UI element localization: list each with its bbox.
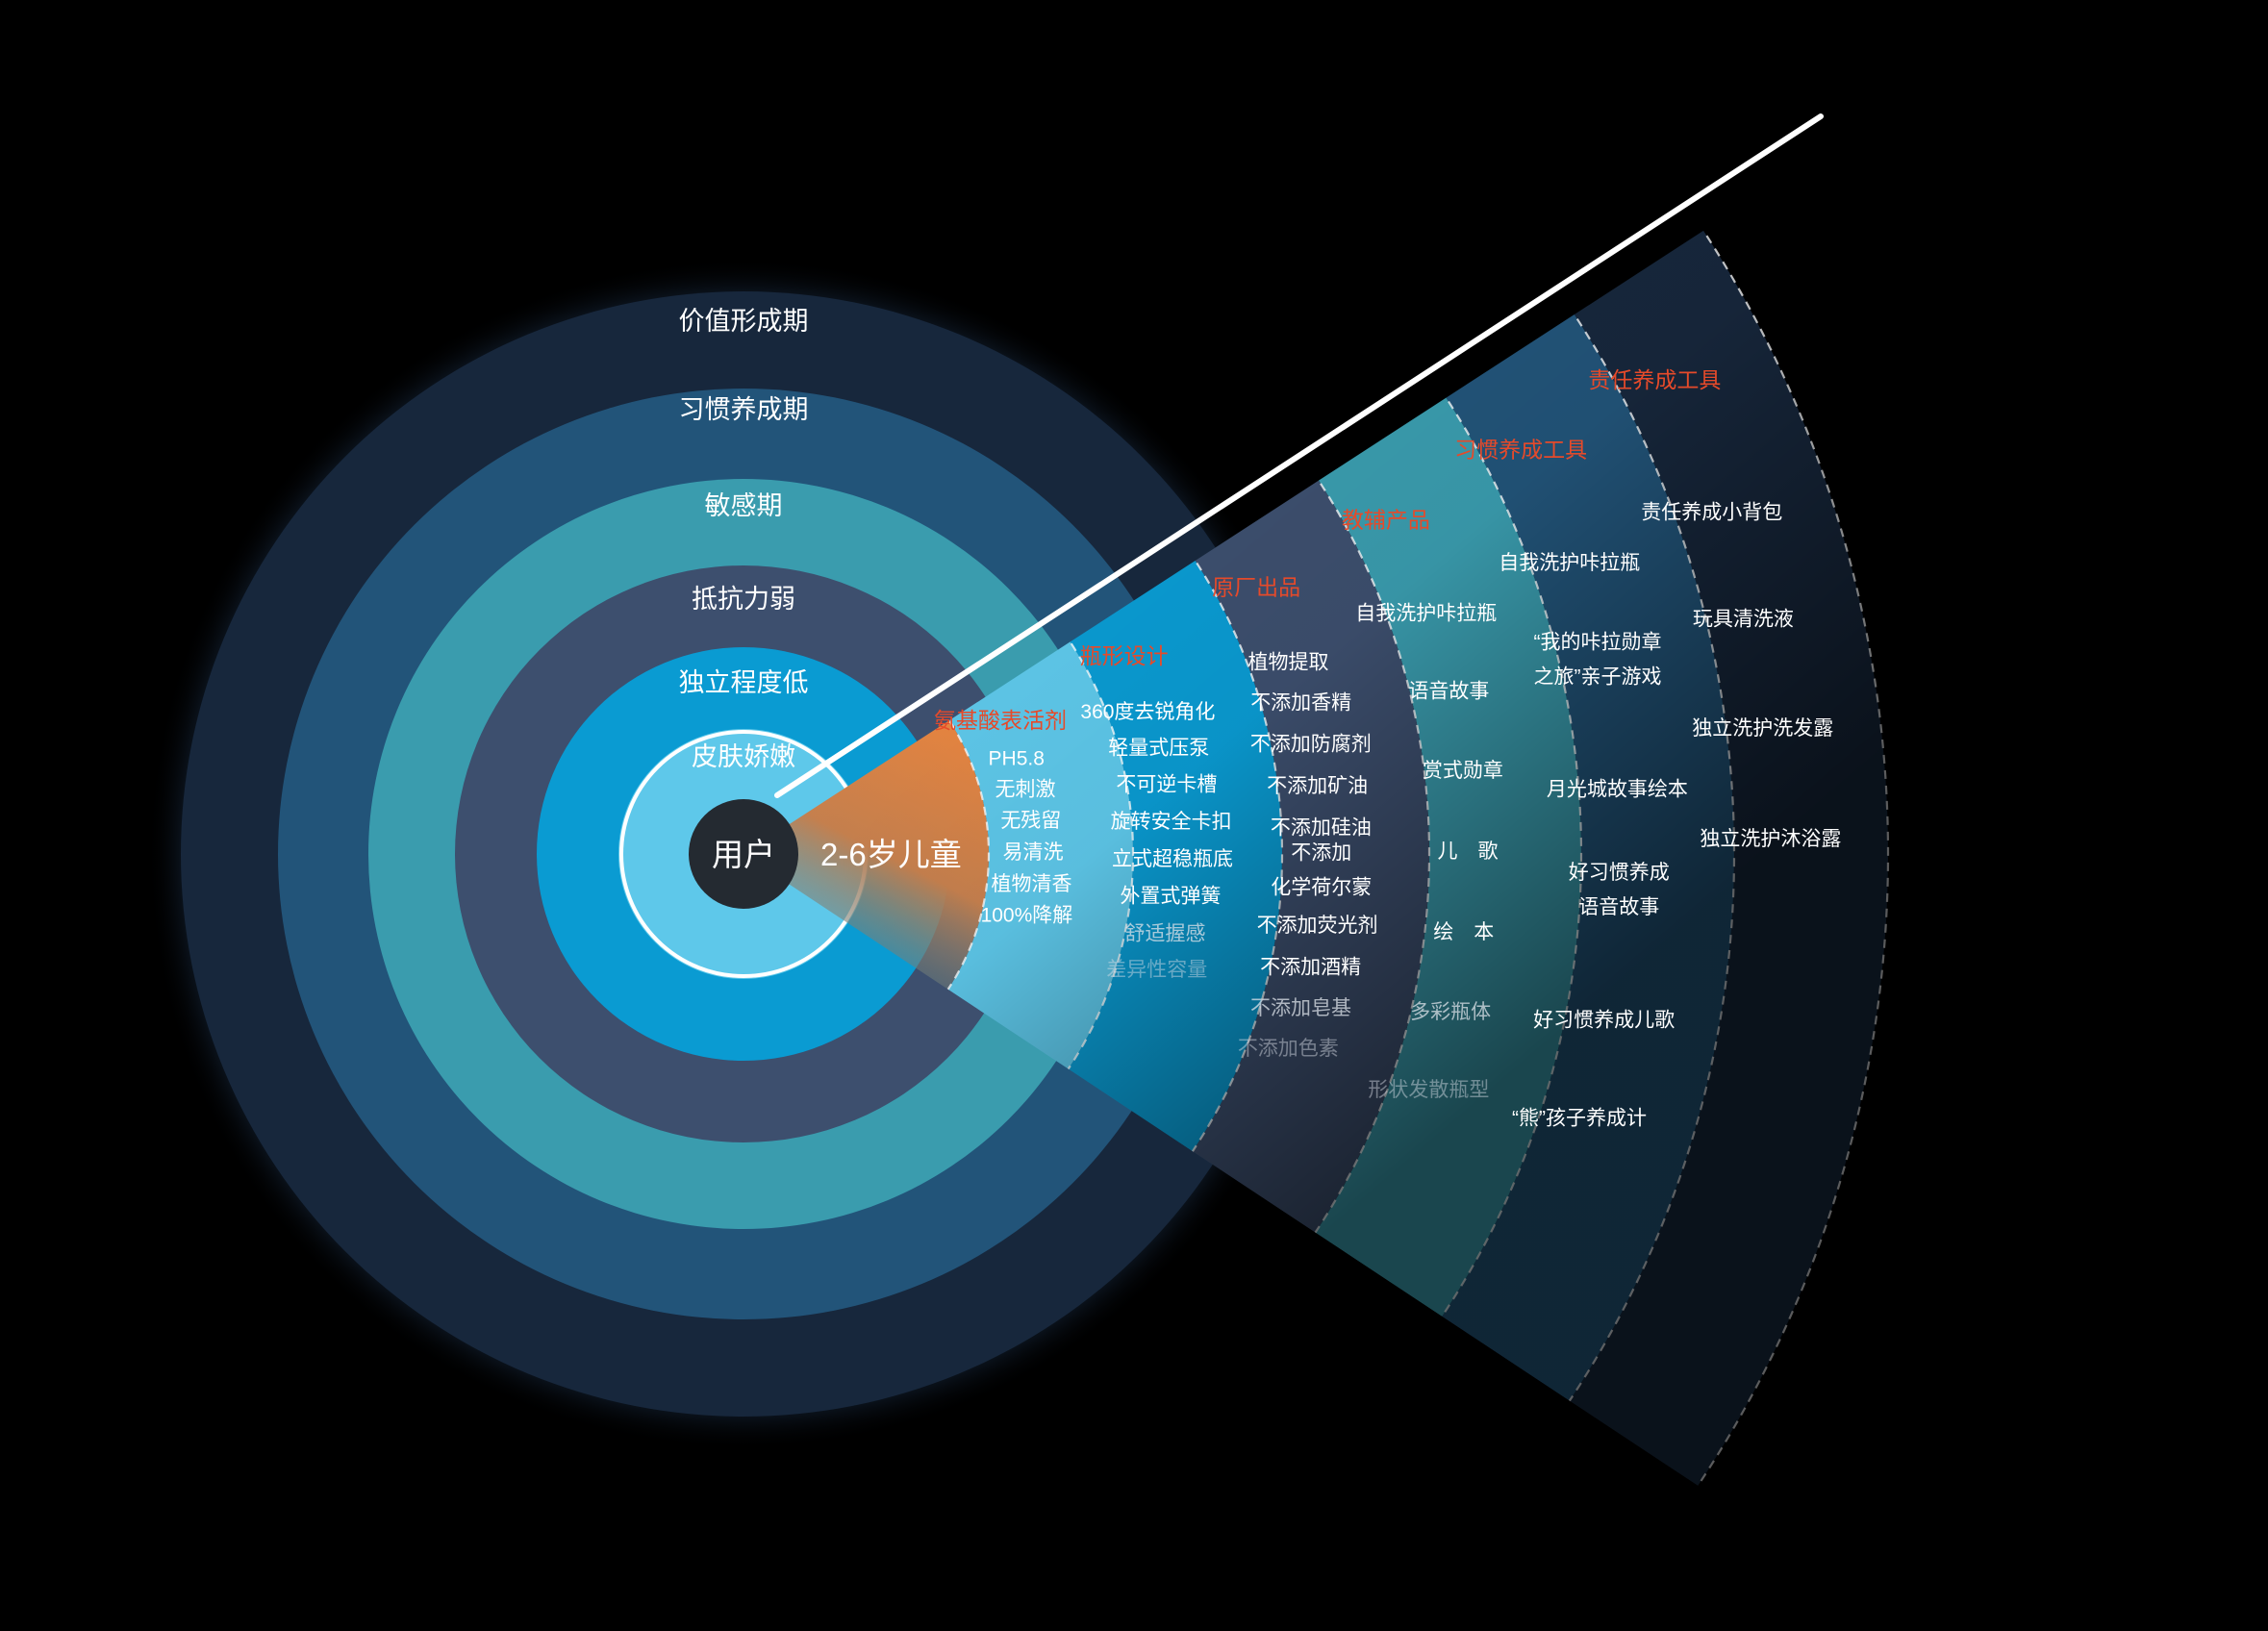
sector-3-item-4: 不添加矿油: [1267, 775, 1368, 797]
sector-5-item-4: 好习惯养成语音故事: [1569, 862, 1670, 918]
sector-2-item-3: 不可逆卡槽: [1116, 773, 1217, 795]
sector-title-3: 原厂出品: [1212, 574, 1300, 599]
sector-5-item-6: “熊”孩子养成计: [1512, 1107, 1647, 1129]
sector-6-item-1: 责任养成小背包: [1641, 501, 1782, 523]
center-disc: [689, 799, 798, 909]
sector-title-6: 责任养成工具: [1588, 367, 1721, 392]
sector-3-item-7: 不添加荧光剂: [1257, 915, 1378, 937]
sector-title-2: 瓶形设计: [1080, 643, 1169, 668]
sector-5-item-5: 好习惯养成儿歌: [1533, 1010, 1675, 1032]
ring-label-4: 敏感期: [705, 491, 783, 520]
center-label: 用户: [712, 837, 775, 872]
sector-2-item-8: 差异性容量: [1106, 959, 1207, 981]
sector-3-item-9: 不添加皂基: [1250, 997, 1351, 1019]
sector-3-item-1: 植物提取: [1248, 651, 1329, 673]
sector-1-item-3: 无残留: [1000, 810, 1061, 832]
sector-3-item-6: 不添加化学荷尔蒙: [1271, 842, 1372, 899]
sector-4-item-5: 绘 本: [1433, 921, 1494, 943]
sector-1-item-5: 植物清香: [992, 873, 1072, 895]
sector-1-item-6: 100%降解: [981, 905, 1073, 927]
user-group-label: 2-6岁儿童: [820, 837, 962, 872]
sector-6-item-2: 玩具清洗液: [1693, 608, 1794, 630]
sector-title-4: 教辅产品: [1342, 507, 1430, 532]
ring-label-2: 独立程度低: [679, 668, 809, 697]
sector-1-item-2: 无刺激: [995, 778, 1056, 800]
sector-4-item-6: 多彩瓶体: [1410, 1001, 1491, 1023]
sector-3-item-5: 不添加硅油: [1271, 817, 1372, 840]
sector-2-item-5: 立式超稳瓶底: [1112, 848, 1233, 870]
ring-label-5: 习惯养成期: [679, 395, 809, 424]
ring-label-3: 抵抗力弱: [692, 585, 795, 614]
sector-5-item-1: 自我洗护咔拉瓶: [1499, 552, 1640, 574]
sector-4-item-2: 语音故事: [1408, 680, 1489, 702]
sector-6-item-4: 独立洗护沐浴露: [1700, 828, 1841, 850]
sector-title-5: 习惯养成工具: [1454, 437, 1587, 462]
sector-1-item-1: PH5.8: [989, 748, 1045, 770]
sector-4-item-4: 儿 歌: [1437, 841, 1498, 863]
sector-2-item-4: 旋转安全卡扣: [1111, 811, 1232, 833]
sector-6-item-3: 独立洗护洗发露: [1692, 717, 1833, 740]
sector-4-item-3: 赏式勋章: [1423, 760, 1503, 782]
sector-2-item-2: 轻量式压泵: [1108, 737, 1209, 759]
sector-4-item-1: 自我洗护咔拉瓶: [1355, 603, 1497, 625]
sector-3-item-3: 不添加防腐剂: [1250, 733, 1372, 755]
ring-label-1: 皮肤娇嫩: [692, 742, 795, 771]
sector-2-item-6: 外置式弹簧: [1120, 886, 1221, 908]
sector-3-item-2: 不添加香精: [1250, 691, 1351, 714]
sector-title-1: 氨基酸表活剂: [934, 708, 1067, 733]
sector-3-item-8: 不添加酒精: [1260, 956, 1361, 978]
sector-5-item-3: 月光城故事绘本: [1547, 778, 1688, 800]
sector-2-item-1: 360度去锐角化: [1080, 701, 1215, 723]
wedge-upper-edge: [774, 113, 1824, 798]
ring-label-6: 价值形成期: [679, 307, 809, 336]
sector-5-item-2: “我的咔拉勋章之旅”亲子游戏: [1534, 632, 1662, 689]
sector-3-item-10: 不添加色素: [1238, 1038, 1339, 1060]
sector-4-item-7: 形状发散瓶型: [1368, 1079, 1489, 1101]
ring-labels: 皮肤娇嫩 独立程度低 抵抗力弱 敏感期 习惯养成期 价值形成期: [679, 307, 809, 771]
sector-1-item-4: 易清洗: [1002, 841, 1063, 864]
sector-2-item-7: 舒适握感: [1125, 922, 1206, 944]
